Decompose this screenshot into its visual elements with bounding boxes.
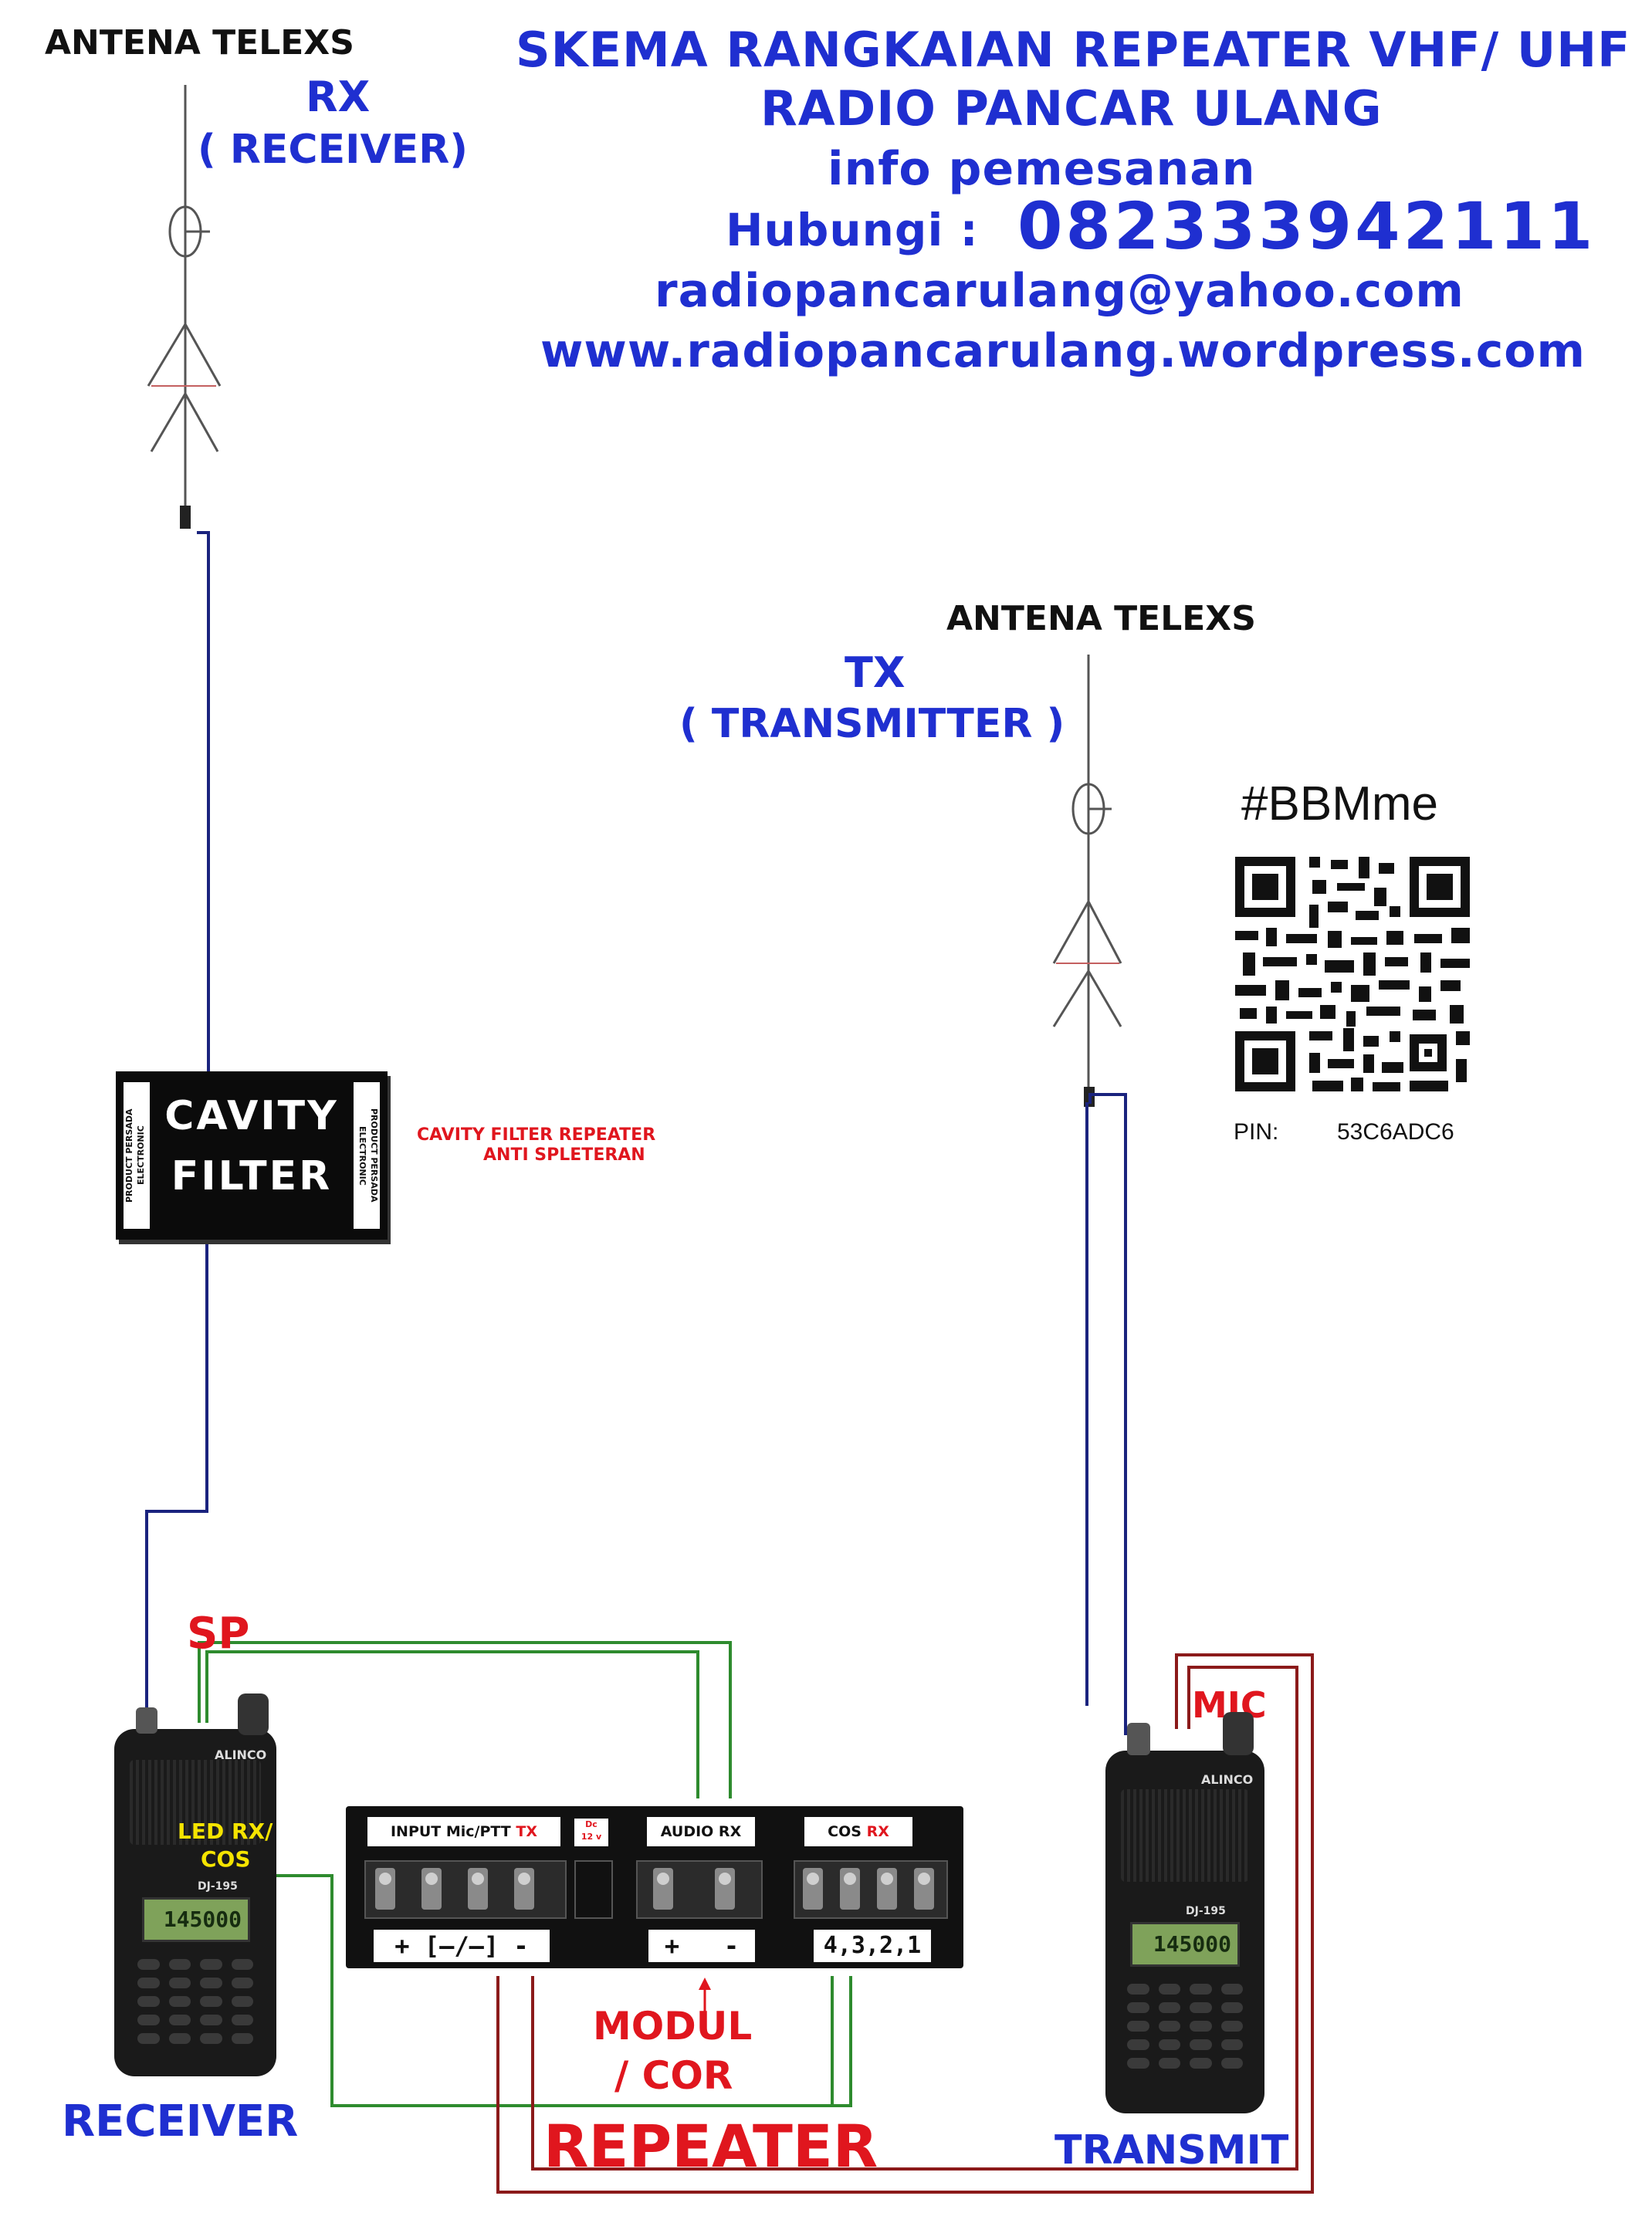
receiver-keypad <box>137 1959 253 2044</box>
rx-antenna-icon <box>147 85 222 529</box>
repeater-label: REPEATER <box>543 2112 878 2181</box>
receiver-model: DJ-195 <box>198 1880 238 1893</box>
cavity-note-line1: CAVITY FILTER REPEATER <box>417 1125 656 1145</box>
header-contact-label: Hubungi : <box>726 204 979 256</box>
tx-antenna-icon <box>1052 655 1122 1107</box>
tx-antenna-label: TX <box>845 648 906 697</box>
module-pins-cos: 4,3,2,1 <box>814 1930 931 1962</box>
cavity-title-line1: CAVITY <box>164 1093 339 1139</box>
cavity-note-line2: ANTI SPLETERAN <box>483 1145 645 1165</box>
rx-antenna-label: RX <box>306 73 371 121</box>
led-rx-label: LED RX/ <box>178 1819 273 1844</box>
transmitter-keypad <box>1127 1984 1243 2069</box>
bbm-pin-label: PIN: <box>1234 1119 1279 1145</box>
module-terminal-audio <box>636 1860 763 1919</box>
cos-label: COS <box>201 1846 251 1872</box>
module-terminal-input <box>364 1860 567 1919</box>
header-info-line: info pemesanan <box>828 142 1256 196</box>
module-terminal-cos <box>794 1860 948 1919</box>
sp-label: SP <box>187 1609 250 1659</box>
module-dc-jack <box>574 1860 613 1919</box>
bbm-pin-value: 53C6ADC6 <box>1337 1119 1454 1145</box>
transmitter-display: 145000 <box>1130 1922 1240 1967</box>
receiver-display: 145000 <box>142 1897 250 1942</box>
transmitter-volume-knob <box>1223 1712 1254 1755</box>
cavity-filter: PRODUCT PERSADA ELECTRONIC PRODUCT PERSA… <box>116 1071 388 1240</box>
module-pins-input: + [—/—] - <box>374 1930 550 1962</box>
transmit-label: TRANSMIT <box>1055 2127 1289 2174</box>
header-website[interactable]: www.radiopancarulang.wordpress.com <box>540 324 1586 378</box>
header-title-line1: SKEMA RANGKAIAN REPEATER VHF/ UHF <box>516 22 1631 78</box>
module-pins-audio: + - <box>648 1930 755 1962</box>
module-tag-input: INPUT Mic/PTT TX <box>367 1817 560 1846</box>
receiver-brand: ALINCO <box>215 1748 267 1762</box>
sp-audio-wire <box>198 1641 732 1798</box>
transmitter-brand: ALINCO <box>1201 1772 1254 1787</box>
transmitter-antenna-connector <box>1127 1723 1150 1755</box>
receiver-antenna-connector <box>136 1707 157 1734</box>
transmitter-model: DJ-195 <box>1186 1905 1226 1917</box>
tx-coax-cable <box>1088 1093 1127 1735</box>
qr-code-icon <box>1235 857 1470 1091</box>
transmitter-speaker-grill <box>1121 1789 1249 1882</box>
mic-ptt-wire <box>496 1653 1314 2194</box>
tx-antenna-title: ANTENA TELEXS <box>946 599 1256 638</box>
modul-label: MODUL <box>593 2004 753 2049</box>
transmitter-radio: ALINCO DJ-195 145000 <box>1105 1712 1264 2113</box>
cos-wire <box>262 1874 852 2107</box>
module-tag-audio: AUDIO RX <box>647 1817 755 1846</box>
cavity-title-line2: FILTER <box>171 1153 333 1199</box>
rx-antenna-title: ANTENA TELEXS <box>45 23 354 63</box>
rx-coax-cable <box>197 531 210 1071</box>
rx-coax-cable-lower <box>145 1240 208 1715</box>
receiver-volume-knob <box>238 1693 269 1735</box>
header-email[interactable]: radiopancarulang@yahoo.com <box>655 264 1464 318</box>
receiver-label: RECEIVER <box>62 2096 299 2147</box>
receiver-speaker-grill <box>130 1760 261 1845</box>
tx-antenna-sublabel: ( TRANSMITTER ) <box>679 701 1065 747</box>
rx-antenna-sublabel: ( RECEIVER) <box>198 127 469 173</box>
module-tag-cos: COS RX <box>804 1817 912 1846</box>
header-phone[interactable]: 082333942111 <box>1017 188 1596 264</box>
bbm-tag: #BBMme <box>1241 777 1438 831</box>
header-title-line2: RADIO PANCAR ULANG <box>760 80 1383 137</box>
cavity-side-text-left: PRODUCT PERSADA ELECTRONIC <box>124 1082 150 1229</box>
cavity-side-text-right: PRODUCT PERSADA ELECTRONIC <box>354 1082 380 1229</box>
cor-label: / COR <box>614 2053 733 2098</box>
receiver-radio: ALINCO DJ-195 145000 LED RX/ COS <box>114 1693 276 2076</box>
